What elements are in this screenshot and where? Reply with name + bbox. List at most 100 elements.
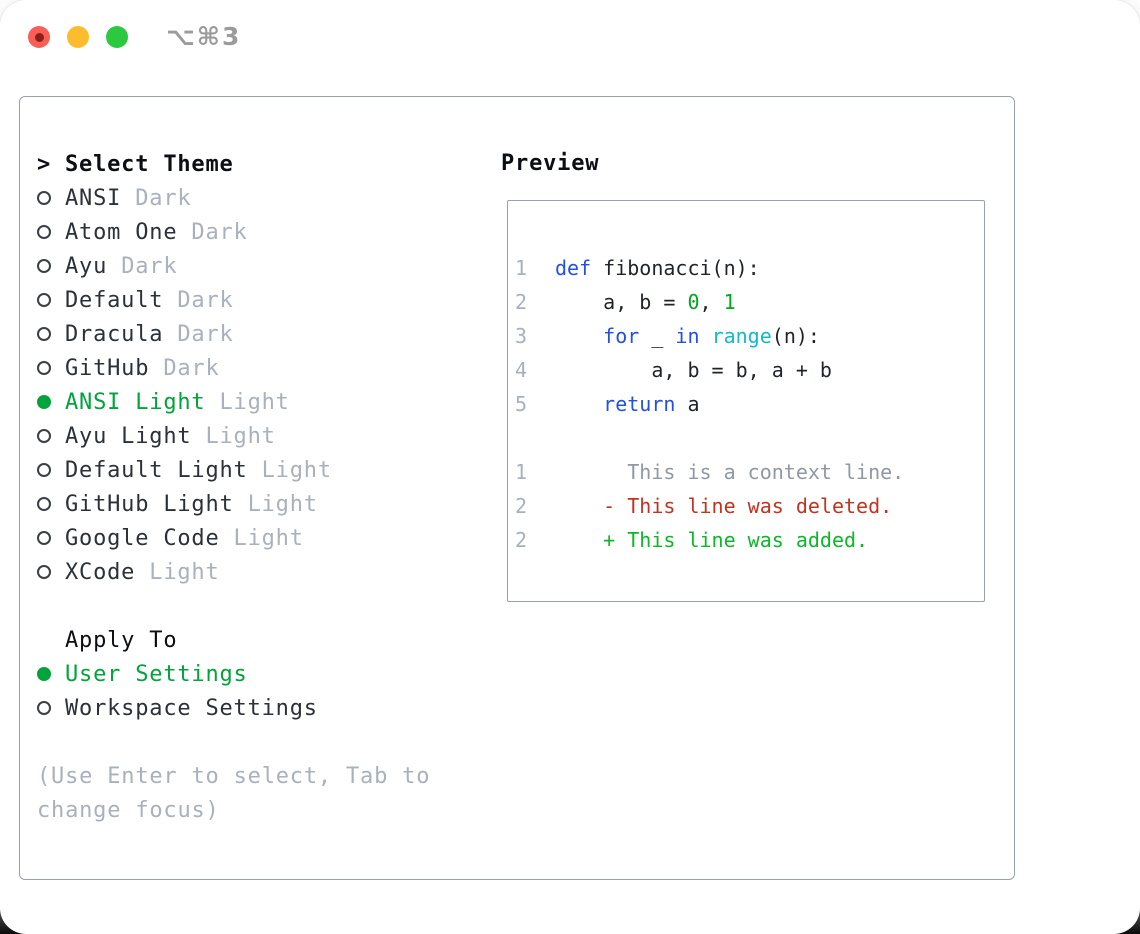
traffic-lights (28, 26, 128, 48)
theme-name: GitHub Light (65, 491, 234, 517)
select-theme-header-row: > Select Theme (37, 147, 430, 181)
option-label: Default Light Light (65, 458, 332, 483)
prompt-caret: > (37, 151, 52, 177)
line-content: a, b = 0, 1 (555, 290, 736, 314)
code-line (508, 421, 984, 455)
radio-unselected-icon (37, 429, 51, 443)
theme-option-google-code[interactable]: Google Code Light (37, 521, 430, 555)
theme-name: Ayu Light (65, 423, 192, 449)
option-label: ANSI Light Light (65, 390, 290, 415)
theme-option-ansi[interactable]: ANSI Dark (37, 181, 430, 215)
window-titlebar: ⌥⌘3 (0, 0, 1140, 72)
line-number: 2 (514, 528, 527, 552)
spacer (37, 725, 430, 759)
code-segment-tx: a (675, 392, 700, 416)
code-line: 5 return a (508, 387, 984, 421)
line-number: 1 (514, 460, 527, 484)
theme-variant: Dark (177, 321, 234, 347)
space (135, 560, 149, 585)
option-label: Atom One Dark (65, 220, 248, 245)
code-line: 3 for _ in range(n): (508, 319, 984, 353)
code-line: 2 - This line was deleted. (508, 489, 984, 523)
option-label: ANSI Dark (65, 186, 191, 211)
space (191, 424, 205, 449)
theme-variant: Dark (163, 355, 220, 381)
option-label: User Settings (65, 662, 248, 687)
theme-option-github-light[interactable]: GitHub Light Light (37, 487, 430, 521)
theme-variant: Light (205, 423, 276, 449)
line-content: return a (555, 392, 700, 416)
line-content: for _ in range(n): (555, 324, 820, 348)
space (149, 356, 163, 381)
option-label: Default Dark (65, 288, 234, 313)
line-number: 2 (514, 290, 527, 314)
theme-option-ayu[interactable]: Ayu Dark (37, 249, 430, 283)
theme-option-ansi-light[interactable]: ANSI Light Light (37, 385, 430, 419)
radio-unselected-icon (37, 191, 51, 205)
space (234, 492, 248, 517)
code-line: 4 a, b = b, a + b (508, 353, 984, 387)
option-label: Ayu Light Light (65, 424, 276, 449)
radio-unselected-icon (37, 701, 51, 715)
theme-option-default-light[interactable]: Default Light Light (37, 453, 430, 487)
zoom-button[interactable] (106, 26, 128, 48)
theme-option-default[interactable]: Default Dark (37, 283, 430, 317)
space (107, 254, 121, 279)
code-segment-kw: return (603, 392, 676, 416)
theme-name: Ayu (65, 253, 108, 279)
line-number: 3 (514, 324, 527, 348)
theme-variant: Dark (177, 287, 234, 313)
code-segment-kw: in (675, 324, 700, 348)
apply-option-workspace-settings[interactable]: Workspace Settings (37, 691, 430, 725)
code-segment-kw: def (555, 256, 592, 280)
theme-name: Google Code (65, 525, 220, 551)
code-segment-tx: , (699, 290, 724, 314)
theme-name: ANSI Light (65, 389, 206, 415)
code-segment-tx: fibonacci(n): (591, 256, 760, 280)
code-segment-tx (700, 324, 712, 348)
radio-unselected-icon (37, 259, 51, 273)
line-content: - This line was deleted. (555, 494, 892, 518)
minimize-button[interactable] (67, 26, 89, 48)
theme-variant: Dark (121, 253, 178, 279)
unsaved-changes-dot-icon (34, 32, 44, 42)
code-segment-num: 1 (723, 290, 736, 314)
option-label: Dracula Dark (65, 322, 234, 347)
theme-option-github[interactable]: GitHub Dark (37, 351, 430, 385)
code-segment-tx: _ (639, 324, 676, 348)
theme-option-ayu-light[interactable]: Ayu Light Light (37, 419, 430, 453)
apply-option-user-settings[interactable]: User Settings (37, 657, 430, 691)
apply-option-label: Workspace Settings (65, 695, 318, 721)
space (163, 288, 177, 313)
help-text: (Use Enter to select, Tab to change focu… (37, 759, 430, 827)
theme-option-xcode[interactable]: XCode Light (37, 555, 430, 589)
space (163, 322, 177, 347)
select-theme-title: Select Theme (65, 151, 234, 177)
radio-unselected-icon (37, 293, 51, 307)
option-label: Ayu Dark (65, 254, 177, 279)
close-button[interactable] (28, 26, 50, 48)
code-segment-num: 0 (687, 290, 700, 314)
help-line-1: (Use Enter to select, Tab to (37, 763, 431, 789)
theme-option-dracula[interactable]: Dracula Dark (37, 317, 430, 351)
theme-name: Dracula (65, 321, 164, 347)
preview-title: Preview (501, 151, 600, 176)
code-line: 2 a, b = 0, 1 (508, 285, 984, 319)
code-segment-tx: a, b = (555, 290, 688, 314)
apply-to-title: Apply To (65, 627, 178, 653)
option-label: XCode Light (65, 560, 220, 585)
option-label: Google Code Light (65, 526, 304, 551)
theme-option-atom-one[interactable]: Atom One Dark (37, 215, 430, 249)
theme-variant: Dark (191, 219, 248, 245)
space (205, 390, 219, 415)
line-number: 5 (514, 392, 527, 416)
theme-name: Default Light (65, 457, 248, 483)
code-segment-fn: range (711, 324, 772, 348)
theme-variant: Light (219, 389, 290, 415)
theme-name: GitHub (65, 355, 150, 381)
help-line-2: change focus) (37, 797, 220, 823)
